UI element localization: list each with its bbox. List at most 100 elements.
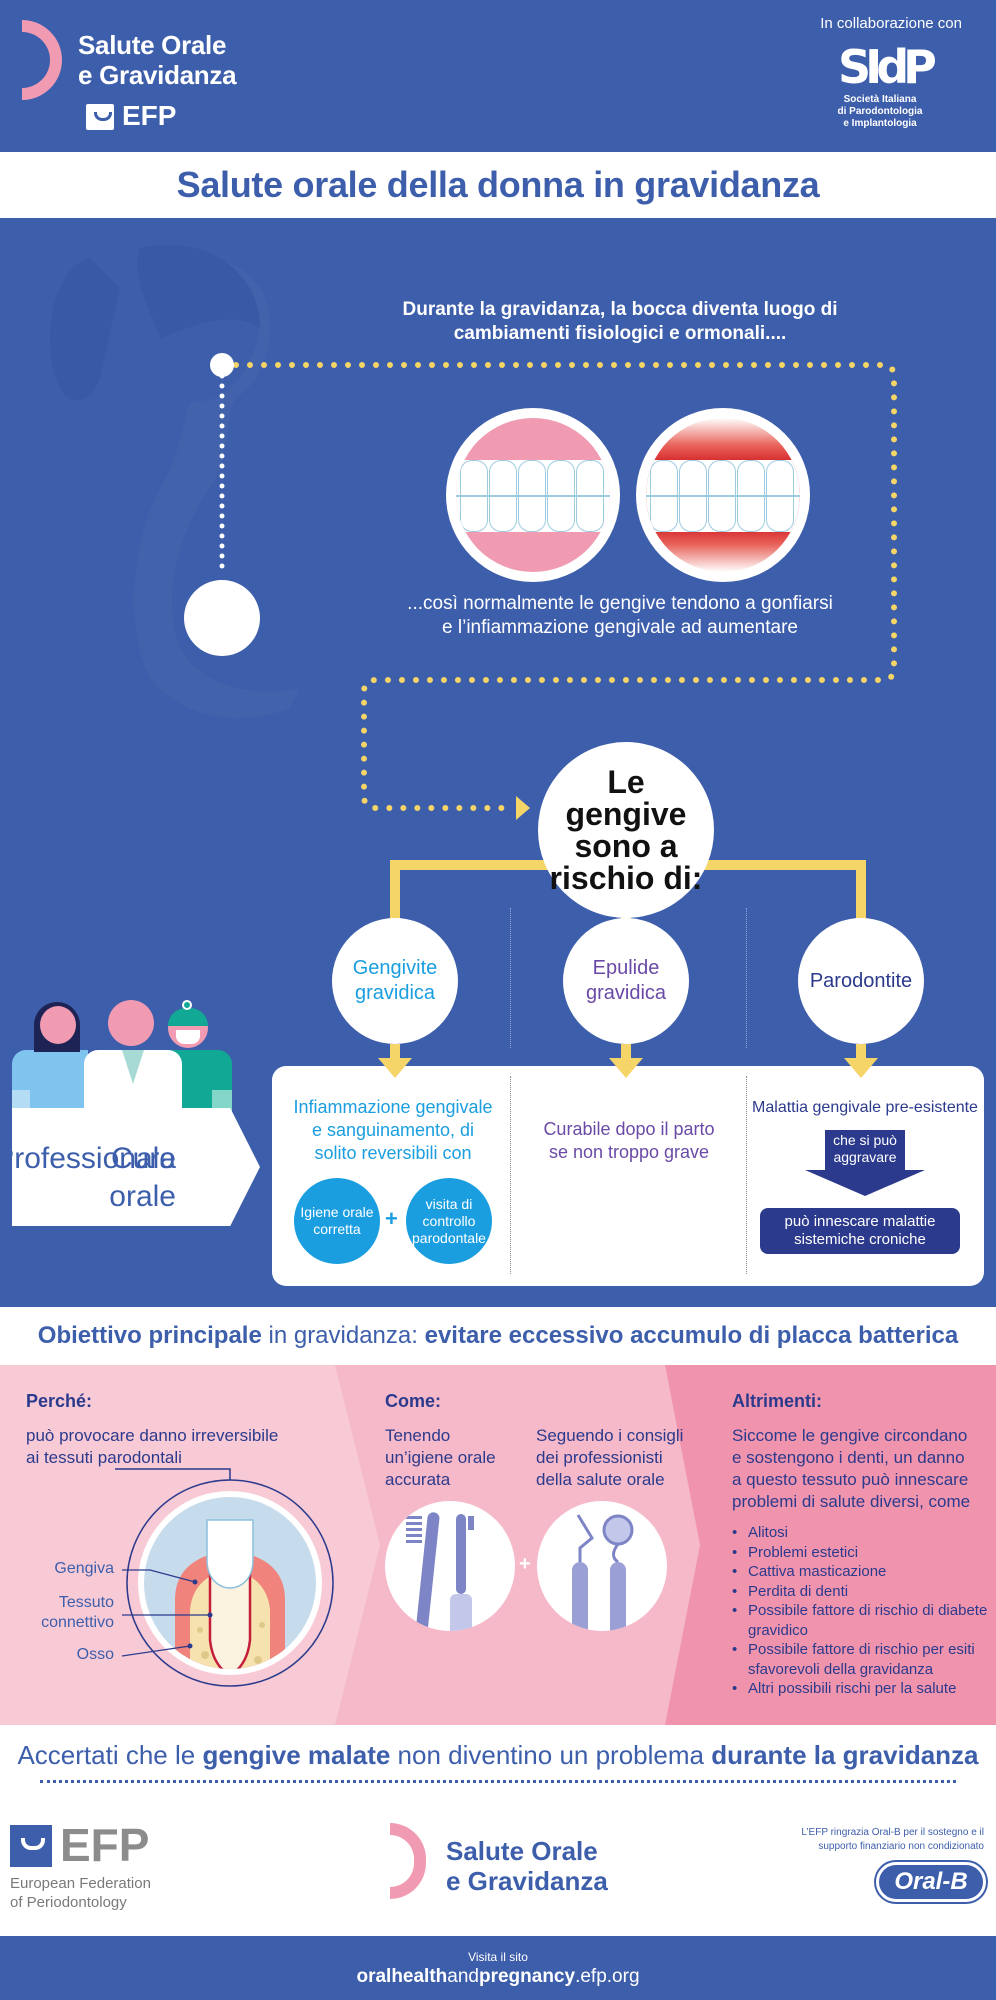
remedy-line: controllo	[422, 1212, 476, 1229]
risk-item: Perdita di denti	[730, 1582, 992, 1602]
sidp-logo: SIdP	[838, 40, 937, 94]
objective-normal: in gravidanza:	[261, 1322, 425, 1349]
url-part: and	[447, 1966, 479, 1987]
arrow-down-icon	[378, 1058, 412, 1078]
objective-bold: Obiettivo principale	[37, 1322, 262, 1349]
sponsor-thanks: L’EFP ringrazia Oral-B per il sostegno e…	[724, 1826, 984, 1854]
url-part: .efp.org	[575, 1966, 640, 1987]
care-line: Cura orale	[109, 1142, 176, 1213]
tree-connector	[390, 1044, 400, 1060]
description-line: Infiammazione gengivale	[293, 1097, 493, 1117]
header: Salute Orale e Gravidanza EFP In collabo…	[0, 0, 996, 152]
risk-item: Altri possibili rischi per la salute	[730, 1679, 992, 1699]
oral-b-logo: Oral-B	[876, 1862, 986, 1902]
plus-icon: +	[519, 1553, 531, 1575]
label-line: connettivo	[41, 1614, 114, 1631]
aggravate-line: aggravare	[833, 1149, 897, 1165]
aggravate-text: che si può aggravare	[825, 1132, 905, 1166]
risk-line: sono a	[574, 828, 678, 864]
tree-connector	[856, 860, 866, 920]
remedy-line: parodontale	[412, 1229, 486, 1246]
condition-name: gravidica	[354, 982, 436, 1004]
website-link[interactable]: oralhealthandpregnancy.efp.org	[0, 1966, 996, 1988]
healthy-gums-icon	[446, 408, 620, 582]
trigger-line: può innescare malattie	[784, 1213, 936, 1230]
risk-item: Possibile fattore di rischio per esiti s…	[730, 1640, 992, 1679]
footer-bar: Visita il sito oralhealthandpregnancy.ef…	[0, 1936, 996, 2000]
brand-arc-icon	[390, 1823, 426, 1899]
main-section: Durante la gravidanza, la bocca diventa …	[0, 218, 996, 1307]
description-line: e sanguinamento, di	[311, 1120, 475, 1140]
how-item2: Seguendo i consigli dei professionisti d…	[536, 1425, 696, 1491]
brand-title: Salute Orale e Gravidanza	[78, 30, 237, 90]
page-title: Salute orale della donna in gravidanza	[176, 164, 820, 205]
label-gum: Gengiva	[54, 1560, 114, 1577]
thanks-line: supporto finanziario non condizionato	[818, 1841, 984, 1852]
efp-footer-logo: EFP	[60, 1819, 150, 1871]
column-divider	[746, 908, 747, 1048]
label-line: Tessuto	[58, 1594, 114, 1611]
tooth-cross-section-icon	[115, 1468, 334, 1687]
efp-name-line: of Periodontology	[10, 1894, 127, 1911]
efp-full-name: European Federation of Periodontology	[10, 1874, 151, 1912]
description-line: se non troppo grave	[548, 1142, 710, 1162]
parodontite-description: Malattia gengivale pre-esistente	[750, 1096, 980, 1119]
gengivite-description: Infiammazione gengivale e sanguinamento,…	[278, 1096, 508, 1165]
aggravate-line: che si può	[833, 1132, 897, 1148]
label-connective: Tessuto connettivo	[10, 1593, 114, 1633]
aggravate-arrow-head	[805, 1170, 925, 1196]
why-heading: Perché:	[26, 1391, 93, 1411]
dotted-path	[219, 362, 897, 820]
sidp-name-line: di Parodontologia	[837, 106, 923, 117]
brand-line1: Salute Orale	[446, 1836, 598, 1866]
how-line: della salute orale	[536, 1470, 665, 1489]
plus-icon: +	[385, 1206, 398, 1231]
sidp-name-line: e Implantologia	[843, 118, 917, 129]
risk-line: gengive	[565, 796, 687, 832]
how-line: accurata	[385, 1470, 451, 1489]
intro-line: cambiamenti fisiologici e ormonali....	[453, 323, 787, 344]
professional-care-tab: Cura orale Professionale	[12, 1108, 260, 1226]
conditions-detail-box: Infiammazione gengivale e sanguinamento,…	[272, 1066, 984, 1286]
efp-name-line: European Federation	[10, 1875, 151, 1892]
risk-line: Le	[607, 764, 645, 800]
brand-line2: e Gravidanza	[78, 60, 237, 90]
thanks-line: L’EFP ringrazia Oral-B per il sostegno e…	[801, 1827, 984, 1838]
why-text: può provocare danno irreversibile ai tes…	[26, 1425, 326, 1469]
remedy-line: corretta	[313, 1221, 361, 1237]
woman-silhouette-icon	[50, 244, 300, 718]
closing-message: Accertati che le gengive malate non dive…	[0, 1725, 996, 1785]
how-line: un’igiene orale	[385, 1448, 496, 1467]
condition-name: Gengivite	[352, 957, 438, 979]
tree-connector	[390, 860, 400, 920]
closing-bold: gengive malate	[202, 1739, 391, 1770]
closing-normal: Accertati che le	[17, 1739, 203, 1770]
collab-label: In collaborazione con	[820, 15, 962, 32]
dental-professionals-icon	[12, 980, 232, 1120]
sidp-name-line: Società Italiana	[843, 94, 917, 105]
why-line: ai tessuti parodontali	[26, 1448, 182, 1467]
label-bone: Osso	[76, 1646, 114, 1663]
tree-connector	[621, 1044, 631, 1060]
result-line: ...così normalmente le gengive tendono a…	[407, 593, 833, 614]
otherwise-line: e sostengono i denti, un danno	[732, 1448, 965, 1467]
column-divider	[510, 1076, 511, 1274]
remedy-line: Igiene orale	[300, 1204, 374, 1220]
risk-item: Possibile fattore di rischio di diabete …	[730, 1601, 992, 1640]
tree-connector	[856, 1044, 866, 1060]
condition-name: gravidica	[585, 982, 667, 1004]
inflamed-gums-icon	[636, 408, 810, 582]
description-line: Malattia gengivale pre-esistente	[752, 1099, 978, 1116]
how-line: dei professionisti	[536, 1448, 663, 1467]
objective-bold: evitare eccessivo accumulo di placca bat…	[424, 1322, 959, 1349]
url-part: pregnancy	[478, 1966, 576, 1987]
closing-normal: non diventino un problema	[390, 1739, 712, 1770]
otherwise-text: Siccome le gengive circondano e sostengo…	[732, 1425, 994, 1513]
objective-heading: Obiettivo principale in gravidanza: evit…	[0, 1307, 996, 1365]
how-heading: Come:	[385, 1391, 442, 1411]
otherwise-heading: Altrimenti:	[732, 1391, 822, 1411]
sidp-name: Società Italiana di Parodontologia e Imp…	[830, 94, 930, 130]
arrow-down-icon	[609, 1058, 643, 1078]
